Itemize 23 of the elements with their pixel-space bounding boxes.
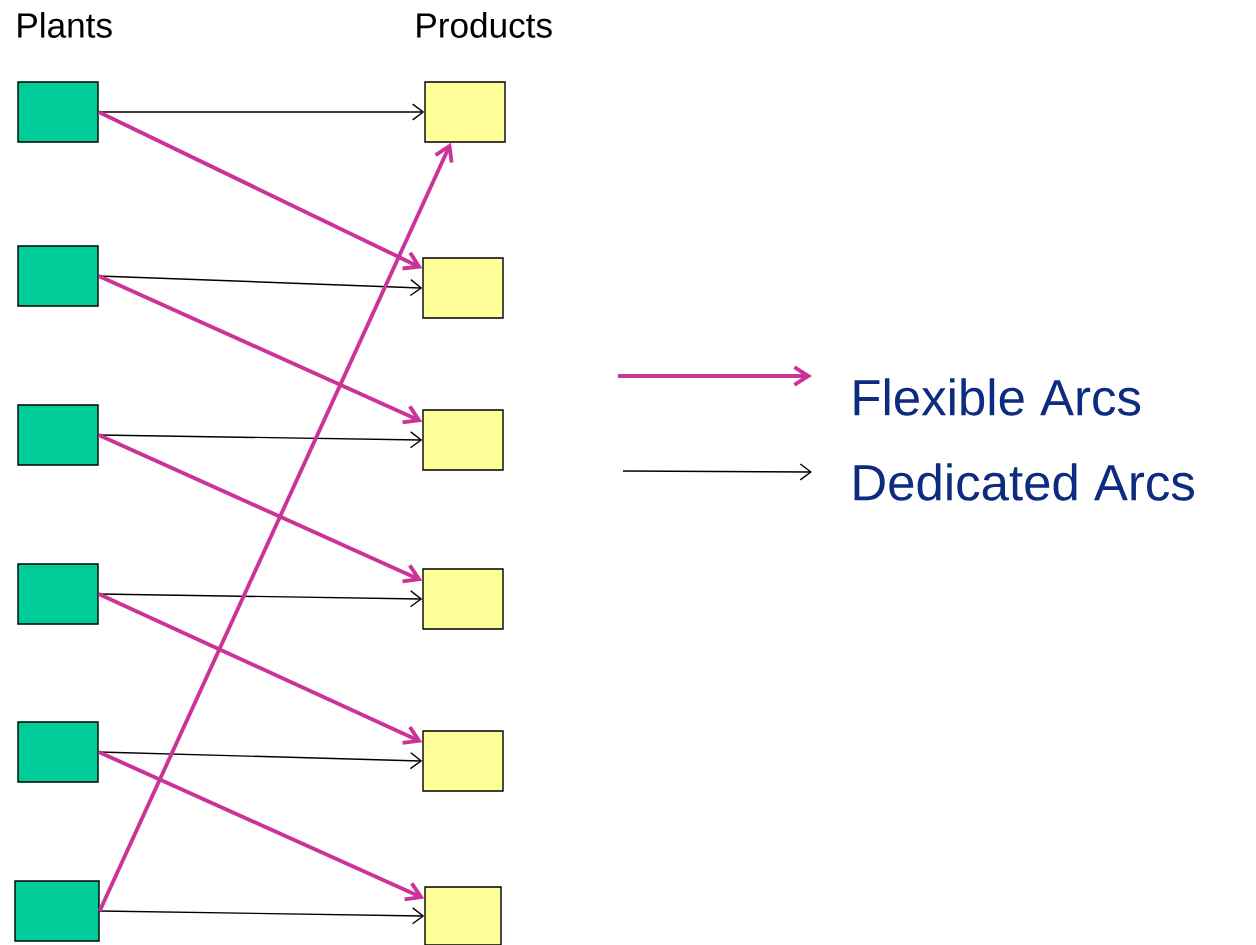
plant-box — [14, 880, 100, 942]
arrow — [97, 274, 423, 425]
product-box — [424, 886, 502, 945]
column-heading: Plants — [18, 12, 112, 38]
plant-box — [17, 245, 99, 307]
product-box — [422, 730, 504, 792]
plant-box — [17, 563, 99, 625]
product-box — [422, 409, 504, 471]
arrow — [97, 110, 423, 271]
arrow — [99, 907, 425, 925]
plant-box — [17, 721, 99, 783]
legend-text: Dedicated Arcs — [854, 463, 1194, 501]
arrow — [97, 433, 423, 584]
product-box — [424, 81, 506, 143]
plant-box — [17, 81, 99, 143]
plant-box — [17, 404, 99, 466]
legend-text: Flexible Arcs — [854, 378, 1141, 416]
column-heading: Products — [417, 12, 552, 38]
arrow — [97, 750, 425, 902]
arrow — [97, 142, 454, 912]
arrow — [97, 592, 423, 745]
product-box — [422, 257, 504, 319]
product-box — [422, 568, 504, 630]
